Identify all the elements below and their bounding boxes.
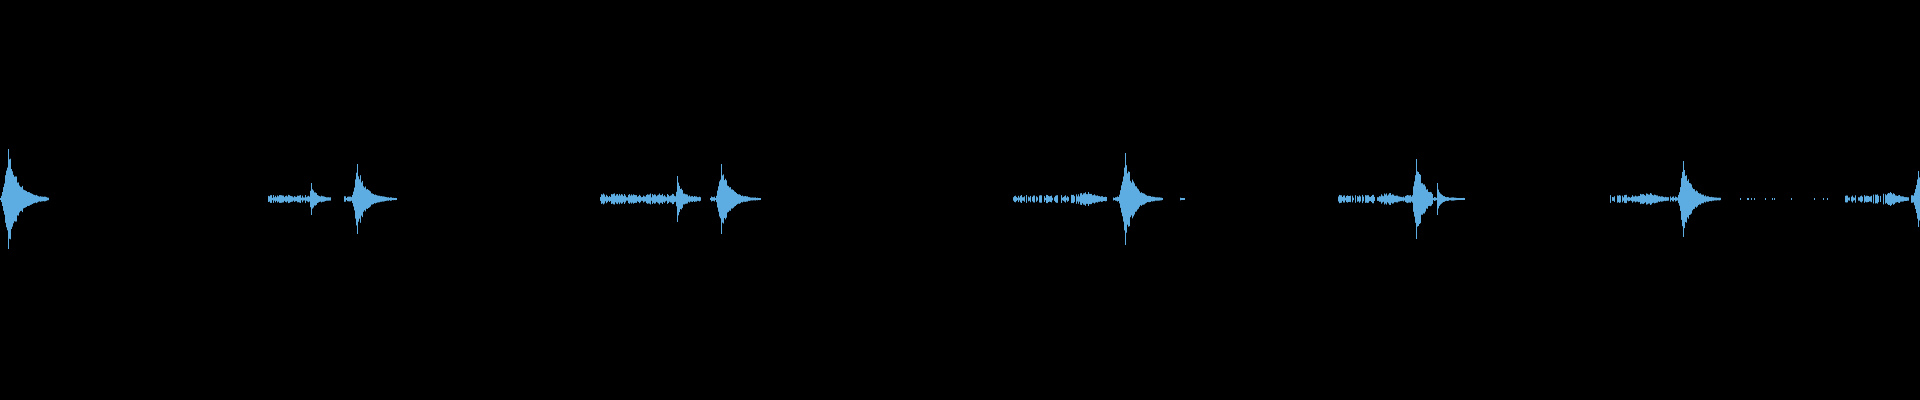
waveform-segment [1432, 183, 1465, 215]
waveform-segment [344, 164, 397, 234]
waveform-segment [1338, 193, 1406, 205]
waveform-segment [1670, 161, 1721, 237]
waveform-segment [1610, 193, 1669, 205]
waveform-segment [1013, 192, 1107, 206]
waveform-segment [1845, 192, 1909, 206]
waveform-segment [600, 176, 701, 222]
waveform-segment [0, 149, 49, 249]
waveform-segment [268, 183, 331, 215]
waveform-segment [1180, 197, 1185, 201]
waveform-segment [710, 164, 761, 234]
waveform-segment [1405, 159, 1433, 239]
waveform-segment [1740, 198, 1828, 200]
waveform-segment [1113, 153, 1163, 245]
waveform-bars [0, 149, 1920, 249]
